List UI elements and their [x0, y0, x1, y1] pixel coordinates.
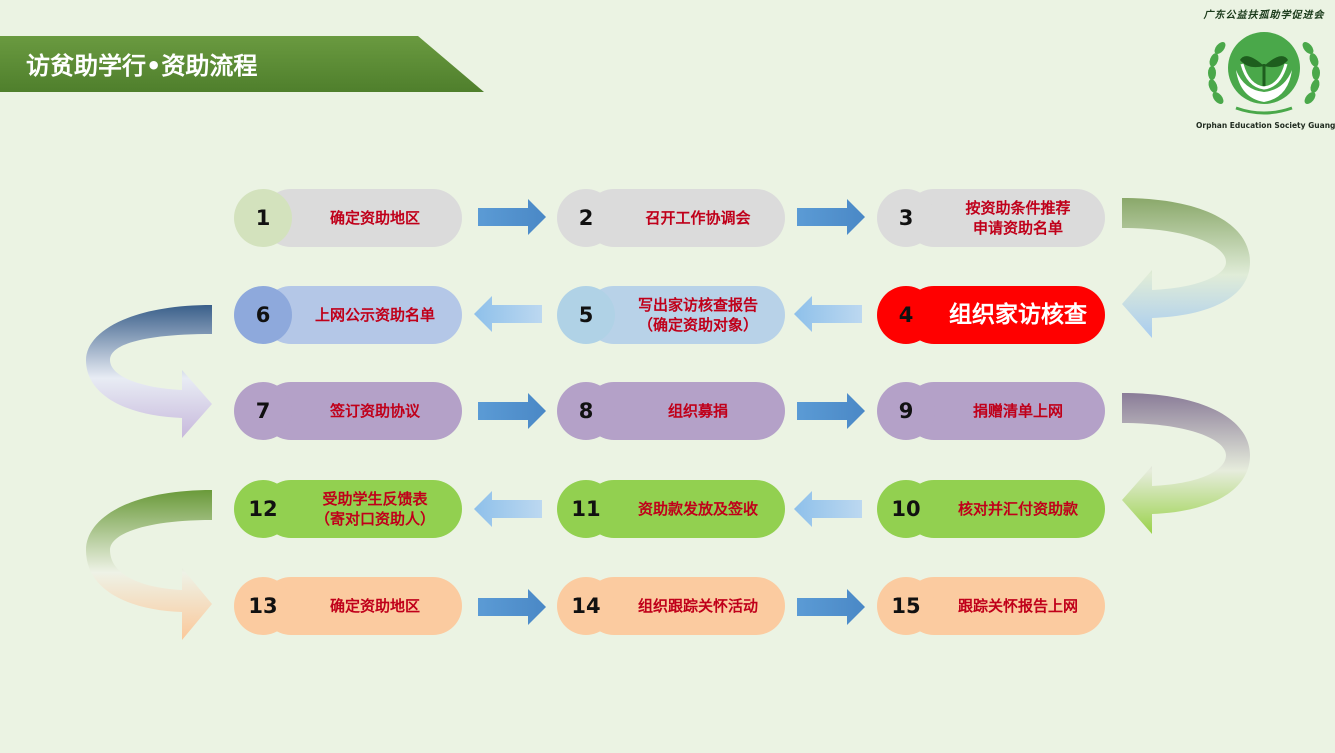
curved-arrow-icon — [1122, 393, 1250, 534]
arrow-right-icon — [797, 589, 865, 625]
step-label: 组织家访核查 — [905, 286, 1105, 344]
step-number: 6 — [234, 286, 292, 344]
step-number: 14 — [557, 577, 615, 635]
curved-arrow-icon — [86, 490, 212, 640]
step-number: 13 — [234, 577, 292, 635]
step-number: 11 — [557, 480, 615, 538]
step-label: 捐赠清单上网 — [905, 382, 1105, 440]
step-label: 签订资助协议 — [262, 382, 462, 440]
step-label: 核对并汇付资助款 — [905, 480, 1105, 538]
arrow-right-icon — [478, 199, 546, 235]
step-label: 写出家访核查报告 （确定资助对象） — [585, 286, 785, 344]
step-label: 确定资助地区 — [262, 577, 462, 635]
step-number: 3 — [877, 189, 935, 247]
arrow-left-icon — [474, 491, 542, 527]
step-number: 7 — [234, 382, 292, 440]
step-number: 10 — [877, 480, 935, 538]
title-banner: 访贫助学行•资助流程 — [0, 36, 484, 92]
step-number: 12 — [234, 480, 292, 538]
page-title: 访贫助学行•资助流程 — [26, 52, 258, 80]
logo-caption: Orphan Education Society Guangdong — [1196, 121, 1335, 130]
sprout-in-hands-icon — [1208, 32, 1320, 115]
step-number: 2 — [557, 189, 615, 247]
step-number: 15 — [877, 577, 935, 635]
step-number: 4 — [877, 286, 935, 344]
step-number: 5 — [557, 286, 615, 344]
arrow-right-icon — [478, 393, 546, 429]
arrow-right-icon — [797, 393, 865, 429]
step-label: 组织跟踪关怀活动 — [585, 577, 785, 635]
step-number: 9 — [877, 382, 935, 440]
arrow-right-icon — [797, 199, 865, 235]
arrow-left-icon — [794, 296, 862, 332]
step-label: 确定资助地区 — [262, 189, 462, 247]
arrow-right-icon — [478, 589, 546, 625]
arrow-left-icon — [794, 491, 862, 527]
step-number: 8 — [557, 382, 615, 440]
curved-arrow-icon — [1122, 198, 1250, 338]
curved-arrow-icon — [86, 305, 212, 438]
society-logo: 广东公益扶孤助学促进会 Orphan Education Society Gua… — [1196, 6, 1335, 136]
step-label: 受助学生反馈表 （寄对口资助人） — [262, 480, 462, 538]
step-label: 上网公示资助名单 — [262, 286, 462, 344]
step-label: 跟踪关怀报告上网 — [905, 577, 1105, 635]
step-label: 召开工作协调会 — [585, 189, 785, 247]
banner-shape — [0, 36, 484, 92]
step-label: 资助款发放及签收 — [585, 480, 785, 538]
step-label: 组织募捐 — [585, 382, 785, 440]
logo-motto: 广东公益扶孤助学促进会 — [1203, 10, 1325, 21]
step-number: 1 — [234, 189, 292, 247]
arrow-left-icon — [474, 296, 542, 332]
step-label: 按资助条件推荐 申请资助名单 — [905, 189, 1105, 247]
